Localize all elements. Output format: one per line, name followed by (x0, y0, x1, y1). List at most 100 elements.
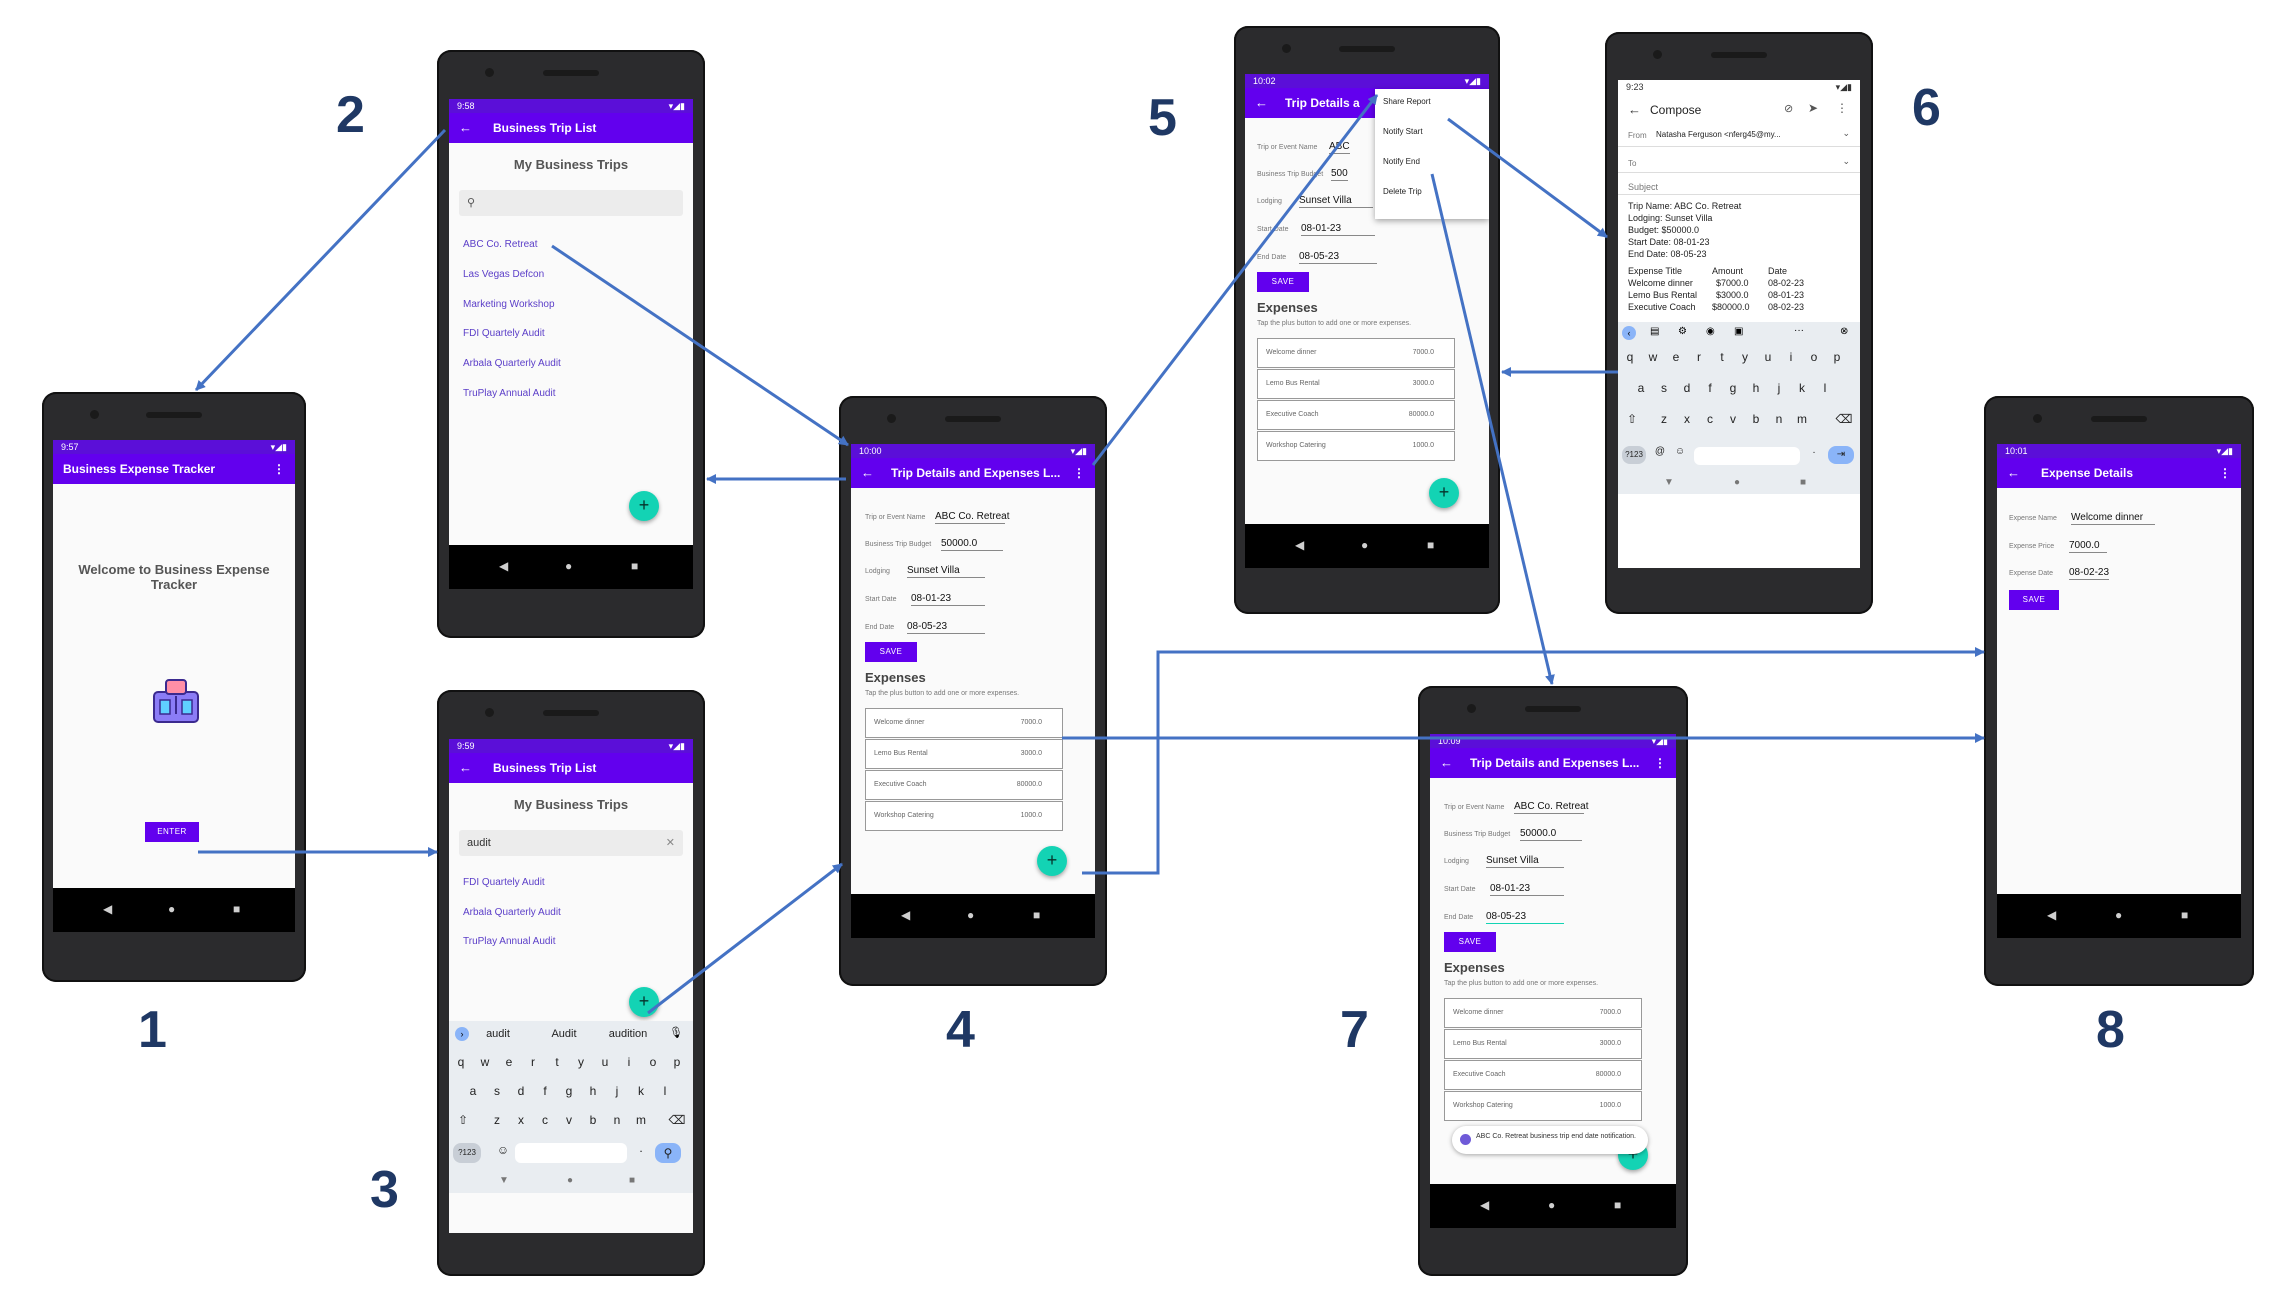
lodging-field[interactable]: Sunset Villa (1486, 855, 1564, 868)
key-o[interactable]: o (1810, 350, 1818, 364)
clear-icon[interactable]: ✕ (665, 837, 675, 849)
home-nav-icon[interactable]: ● (967, 908, 975, 922)
space-key[interactable] (515, 1143, 627, 1163)
back-nav-icon[interactable]: ◀ (499, 559, 509, 573)
key-j[interactable]: j (1777, 381, 1781, 395)
trip-name-field[interactable]: ABC Co. Retreat (1514, 801, 1589, 814)
key-l[interactable]: l (663, 1084, 667, 1098)
hide-keyboard-icon[interactable]: ▼ (1664, 477, 1674, 488)
key-s[interactable]: s (494, 1084, 500, 1098)
back-nav-icon[interactable]: ◀ (901, 908, 911, 922)
hide-keyboard-icon[interactable]: ▼ (499, 1175, 509, 1186)
key-h[interactable]: h (1752, 381, 1760, 395)
key-b[interactable]: b (1752, 412, 1760, 426)
search-input[interactable]: audit✕ (459, 830, 683, 856)
shift-key-icon[interactable]: ⇧ (457, 1113, 469, 1127)
key-p[interactable]: p (673, 1055, 681, 1069)
home-nav-icon[interactable]: ● (1734, 477, 1741, 488)
emoji-key-icon[interactable]: ☺ (496, 1143, 510, 1157)
key-c[interactable]: c (1707, 412, 1713, 426)
space-key[interactable] (1694, 447, 1800, 465)
key-p[interactable]: p (1833, 350, 1841, 364)
back-arrow-icon[interactable]: ← (459, 760, 472, 775)
trip-link[interactable]: Arbala Quarterly Audit (463, 358, 561, 369)
enter-button[interactable]: ENTER (145, 822, 199, 842)
add-trip-button[interactable]: + (629, 987, 659, 1017)
key-x[interactable]: x (1684, 412, 1690, 426)
back-nav-icon[interactable]: ◀ (1295, 538, 1305, 552)
key-i[interactable]: i (1789, 350, 1793, 364)
end-date-field[interactable]: 08-05-23 (1299, 251, 1377, 264)
trip-link[interactable]: ABC Co. Retreat (463, 239, 538, 250)
recents-nav-icon[interactable]: ■ (1614, 1198, 1622, 1212)
trip-link[interactable]: Arbala Quarterly Audit (463, 907, 561, 918)
notify-end-menu-item[interactable]: Notify End (1383, 157, 1420, 166)
key-y[interactable]: y (578, 1055, 584, 1069)
share-report-menu-item[interactable]: Share Report (1383, 97, 1431, 106)
key-f[interactable]: f (543, 1084, 547, 1098)
recents-nav-icon[interactable]: ■ (233, 902, 241, 916)
period-key[interactable]: . (639, 1141, 643, 1155)
trip-link[interactable]: Las Vegas Defcon (463, 269, 545, 280)
key-u[interactable]: u (601, 1055, 609, 1069)
start-date-field[interactable]: 08-01-23 (911, 593, 985, 606)
lodging-field[interactable]: Sunset Villa (907, 565, 985, 578)
expense-date-field[interactable]: 08-02-23 (2069, 567, 2110, 580)
key-r[interactable]: r (531, 1055, 535, 1069)
key-w[interactable]: w (480, 1055, 490, 1069)
back-arrow-icon[interactable]: ← (2007, 465, 2020, 480)
key-e[interactable]: e (505, 1055, 513, 1069)
expand-icon[interactable]: ‹ (1622, 326, 1636, 340)
symbols-key[interactable]: ?123 (1622, 446, 1646, 464)
key-a[interactable]: a (1637, 381, 1645, 395)
recents-nav-icon[interactable]: ■ (1427, 538, 1435, 552)
backspace-key-icon[interactable]: ⌫ (668, 1113, 686, 1127)
mic-icon[interactable]: 🎙 (669, 1027, 683, 1039)
key-z[interactable]: z (1661, 412, 1667, 426)
shift-key-icon[interactable]: ⇧ (1626, 412, 1638, 426)
home-nav-icon[interactable]: ● (1548, 1198, 1556, 1212)
overflow-menu-icon[interactable]: ⋮ (2219, 466, 2231, 480)
settings-gear-icon[interactable]: ⚙ (1678, 326, 1687, 337)
suggestion[interactable]: Audit (551, 1028, 577, 1040)
from-address[interactable]: Natasha Ferguson <nferg45@my... (1656, 130, 1781, 139)
key-i[interactable]: i (627, 1055, 631, 1069)
trip-name-field[interactable]: ABC Co. Retreat (935, 511, 1010, 524)
key-t[interactable]: t (555, 1055, 559, 1069)
key-m[interactable]: m (636, 1113, 646, 1127)
notify-start-menu-item[interactable]: Notify Start (1383, 127, 1423, 136)
save-button[interactable]: SAVE (1257, 272, 1309, 292)
key-g[interactable]: g (565, 1084, 573, 1098)
key-g[interactable]: g (1729, 381, 1737, 395)
key-o[interactable]: o (649, 1055, 657, 1069)
trip-name-field[interactable]: ABC (1329, 141, 1350, 154)
recents-nav-icon[interactable]: ■ (629, 1175, 636, 1186)
recents-nav-icon[interactable]: ■ (2181, 908, 2189, 922)
more-icon[interactable]: ··· (1794, 325, 1804, 336)
recents-nav-icon[interactable]: ■ (1033, 908, 1041, 922)
overflow-menu-icon[interactable]: ⋮ (1654, 756, 1666, 770)
start-date-field[interactable]: 08-01-23 (1301, 223, 1375, 236)
home-nav-icon[interactable]: ● (2115, 908, 2123, 922)
key-h[interactable]: h (589, 1084, 597, 1098)
suggestion[interactable]: audit (486, 1028, 510, 1040)
save-button[interactable]: SAVE (865, 642, 917, 662)
budget-field[interactable]: 50000.0 (941, 538, 1003, 551)
end-date-field[interactable]: 08-05-23 (907, 621, 985, 634)
back-arrow-icon[interactable]: ← (861, 465, 874, 480)
budget-field[interactable]: 50000.0 (1520, 828, 1582, 841)
trip-link[interactable]: FDI Quartely Audit (463, 877, 545, 888)
to-field[interactable]: To (1628, 159, 1637, 168)
end-date-field[interactable]: 08-05-23 (1486, 911, 1564, 924)
trip-link[interactable]: TruPlay Annual Audit (463, 936, 556, 947)
search-input[interactable]: ⚲ (459, 190, 683, 216)
overflow-menu-icon[interactable]: ⋮ (273, 462, 285, 476)
lodging-field[interactable]: Sunset Villa (1299, 195, 1373, 208)
palette-icon[interactable]: ◉ (1706, 326, 1715, 337)
start-date-field[interactable]: 08-01-23 (1490, 883, 1564, 896)
budget-field[interactable]: 500 (1331, 168, 1348, 181)
key-x[interactable]: x (518, 1113, 524, 1127)
back-nav-icon[interactable]: ◀ (103, 902, 113, 916)
subject-field[interactable]: Subject (1628, 182, 1659, 192)
